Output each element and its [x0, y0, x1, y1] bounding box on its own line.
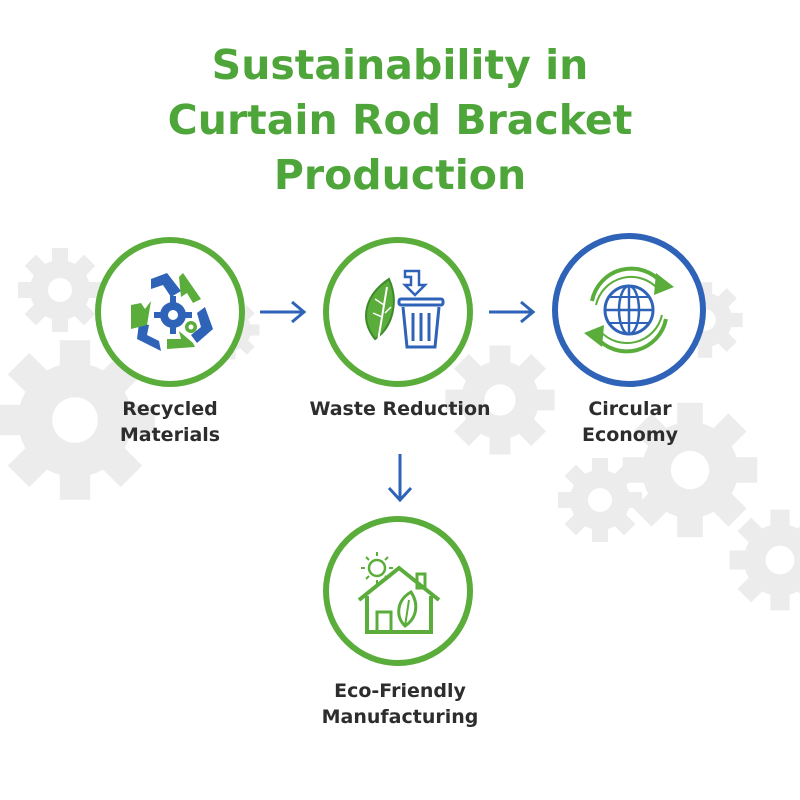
- globe-cycle-icon: [584, 266, 674, 354]
- label-recycled-materials: Recycled Materials: [80, 396, 260, 448]
- arrow-right-2: [489, 300, 536, 324]
- node-waste-reduction: [323, 237, 473, 387]
- label-waste-reduction: Waste Reduction: [290, 396, 510, 422]
- arrow-down: [387, 454, 413, 503]
- label-line: Circular: [588, 398, 672, 420]
- node-recycled-materials: [95, 237, 245, 387]
- recycle-gear-icon: [131, 273, 213, 351]
- leaf-trash-icon: [365, 269, 445, 349]
- eco-house-icon: [357, 552, 441, 634]
- page-title: Sustainability in Curtain Rod Bracket Pr…: [0, 38, 800, 203]
- title-line-1: Sustainability in: [211, 41, 589, 89]
- label-line: Recycled: [122, 398, 218, 420]
- label-line: Economy: [581, 424, 679, 446]
- label-line: Manufacturing: [321, 706, 479, 728]
- title-line-3: Production: [273, 151, 527, 199]
- label-circular-economy: Circular Economy: [540, 396, 720, 448]
- label-eco-friendly-manufacturing: Eco-Friendly Manufacturing: [280, 678, 520, 730]
- label-line: Eco-Friendly: [334, 680, 466, 702]
- title-line-2: Curtain Rod Bracket: [167, 96, 633, 144]
- label-line: Waste Reduction: [309, 398, 491, 420]
- node-circular-economy: [552, 233, 706, 387]
- label-line: Materials: [119, 424, 221, 446]
- node-eco-friendly-manufacturing: [323, 516, 473, 666]
- arrow-right-1: [260, 300, 307, 324]
